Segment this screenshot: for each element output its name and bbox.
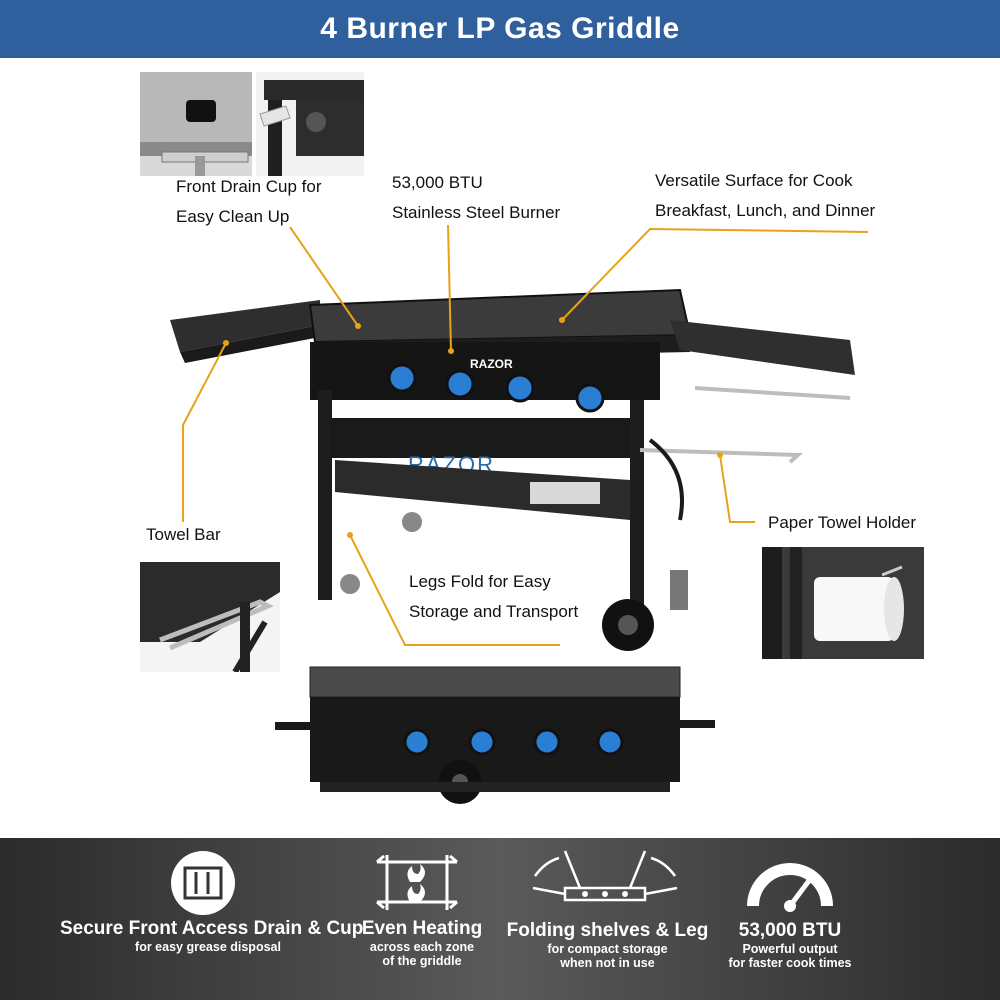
callout-btu-line1: 53,000 BTU bbox=[392, 173, 483, 192]
feature-footer: Secure Front Access Drain & Cup for easy… bbox=[0, 838, 1000, 1000]
page-title: 4 Burner LP Gas Griddle bbox=[320, 12, 680, 45]
callout-paper-towel: Paper Towel Holder bbox=[768, 513, 917, 532]
towel-bar-photo bbox=[140, 562, 280, 672]
feature-btu-sub1: Powerful output bbox=[742, 942, 838, 956]
callout-btu: 53,000 BTU Stainless Steel Burner bbox=[392, 168, 560, 228]
feature-folding-title: Folding shelves & Leg bbox=[506, 920, 709, 941]
even-heat-icon bbox=[376, 854, 458, 910]
brand-logo: RAZOR bbox=[470, 357, 513, 371]
callout-drain-cup-line1: Front Drain Cup for bbox=[176, 177, 322, 196]
callout-surface: Versatile Surface for Cook Breakfast, Lu… bbox=[655, 166, 875, 226]
drain-cup-photo bbox=[140, 72, 252, 176]
callout-surface-line1: Versatile Surface for Cook bbox=[655, 171, 853, 190]
feature-drain-cup-sub: for easy grease disposal bbox=[135, 940, 281, 954]
griddle-main-image: RAZOR RAZOR bbox=[170, 288, 855, 651]
feature-drain-cup-title: Secure Front Access Drain & Cup bbox=[60, 918, 364, 939]
feature-drain-cup: Secure Front Access Drain & Cup for easy… bbox=[60, 918, 364, 954]
callout-towel-bar: Towel Bar bbox=[146, 525, 221, 544]
griddle-folded-image bbox=[275, 666, 715, 804]
callout-legs: Legs Fold for Easy Storage and Transport bbox=[409, 567, 578, 627]
folding-griddle-icon bbox=[532, 850, 678, 902]
drain-cup-icon bbox=[171, 851, 235, 915]
feature-folding: Folding shelves & Leg for compact storag… bbox=[505, 920, 710, 970]
feature-even-heating-sub1: across each zone bbox=[369, 940, 475, 954]
drain-handle-photo bbox=[256, 72, 364, 176]
burner-knobs bbox=[387, 363, 605, 413]
title-banner: 4 Burner LP Gas Griddle bbox=[0, 0, 1000, 58]
callout-btu-line2: Stainless Steel Burner bbox=[392, 203, 561, 222]
feature-btu: 53,000 BTU Powerful output for faster co… bbox=[720, 920, 860, 970]
callout-leader-lines bbox=[182, 224, 869, 646]
feature-folding-sub1: for compact storage bbox=[547, 942, 668, 956]
feature-folding-sub2: when not in use bbox=[560, 956, 655, 970]
paper-towel-photo bbox=[762, 547, 924, 659]
callout-legs-line1: Legs Fold for Easy bbox=[409, 572, 551, 591]
callout-drain-cup: Front Drain Cup for Easy Clean Up bbox=[176, 172, 322, 232]
feature-btu-title: 53,000 BTU bbox=[738, 920, 842, 941]
callout-legs-line2: Storage and Transport bbox=[409, 602, 579, 621]
feature-even-heating-sub2: of the griddle bbox=[382, 954, 462, 968]
gauge-icon bbox=[747, 863, 833, 912]
feature-even-heating: Even Heating across each zone of the gri… bbox=[352, 918, 492, 968]
callout-drain-cup-line2: Easy Clean Up bbox=[176, 207, 290, 226]
callout-surface-line2: Breakfast, Lunch, and Dinner bbox=[655, 201, 876, 220]
feature-btu-sub2: for faster cook times bbox=[728, 956, 852, 970]
feature-even-heating-title: Even Heating bbox=[361, 918, 483, 939]
